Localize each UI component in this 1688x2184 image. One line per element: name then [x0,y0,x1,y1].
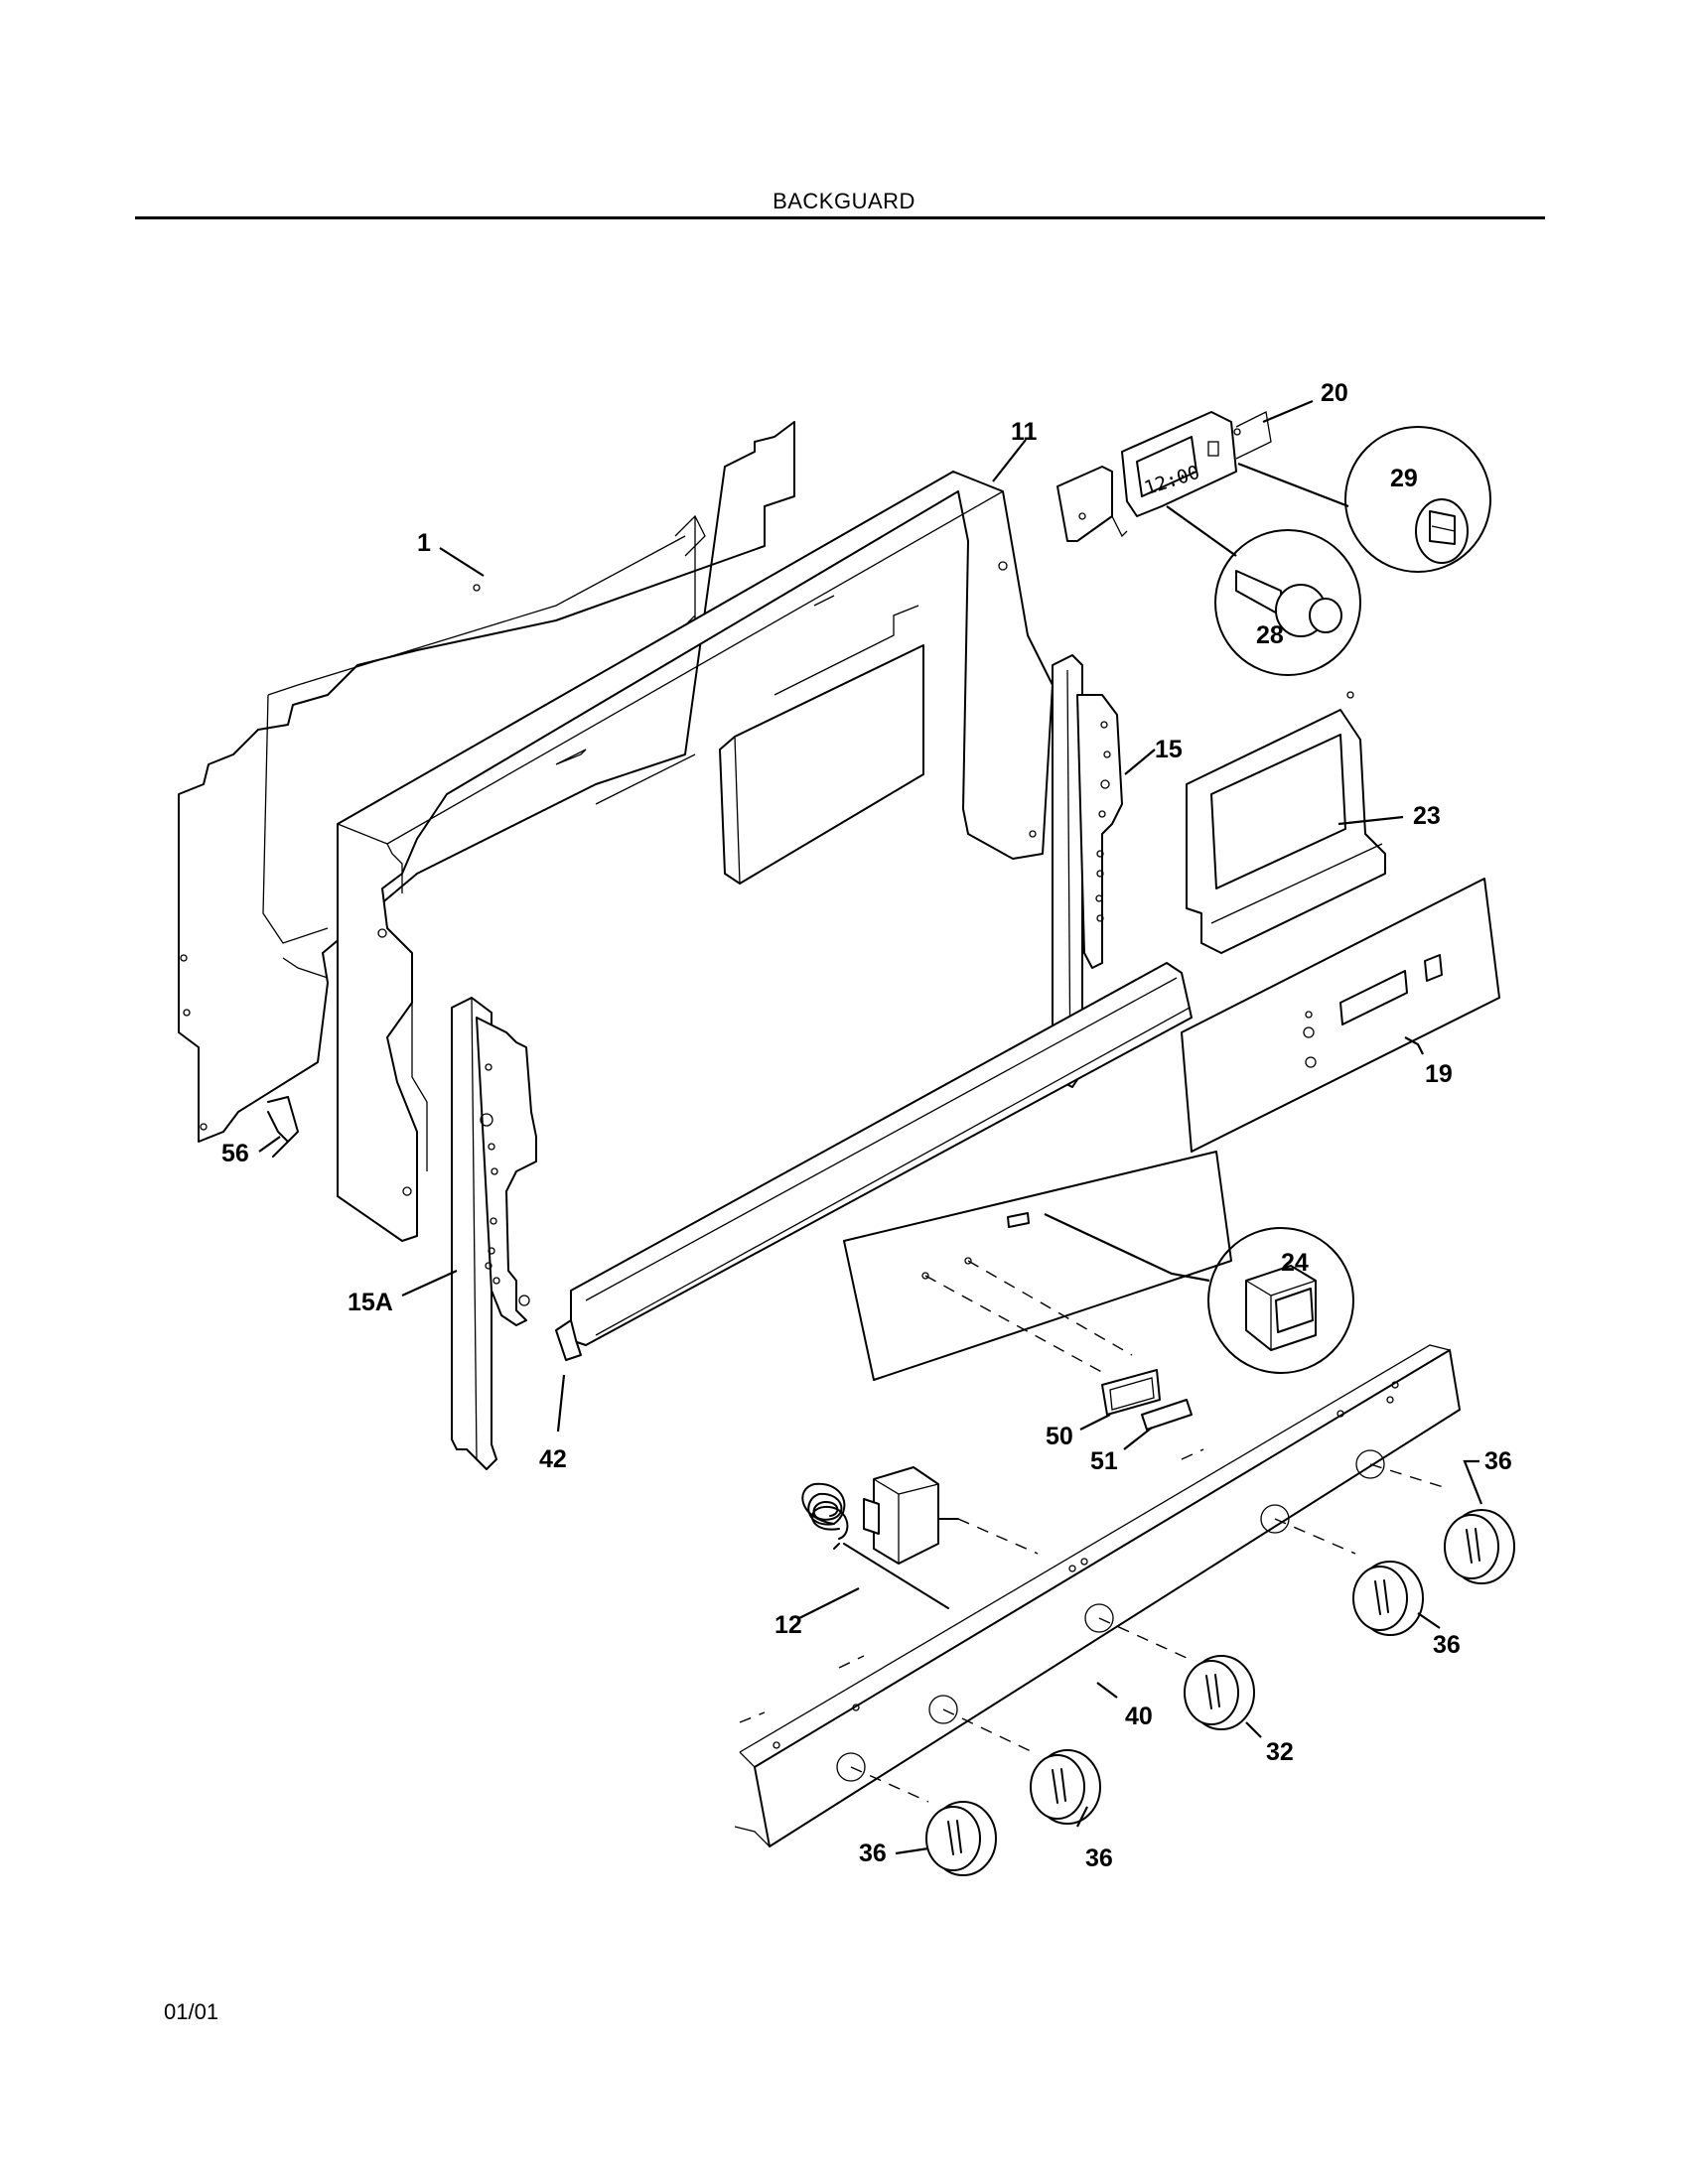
part-29-detail-circle [1344,426,1491,573]
knob-36-left [925,1801,997,1876]
callout-40: 40 [1125,1703,1153,1730]
callout-51: 51 [1090,1447,1118,1475]
part-23-window-bracket [1186,691,1386,954]
callout-29: 29 [1390,465,1418,492]
part-15a-left-bracket [451,997,537,1470]
callout-15a: 15A [348,1289,393,1316]
knob-36-mid [1352,1561,1424,1636]
revision-date: 01/01 [164,1999,219,2024]
callout-20: 20 [1321,379,1348,407]
callout-23: 23 [1413,802,1441,830]
callout-11: 11 [1011,418,1038,446]
part-50-switch-bezel [1101,1369,1161,1416]
knob-36-top [1444,1509,1515,1584]
lower-overlay-panel [843,1151,1232,1381]
callout-24: 24 [1281,1249,1309,1277]
part-40-control-panel [734,1344,1461,1847]
part-42-lower-rail [555,962,1193,1361]
callout-1: 1 [417,529,431,557]
title-divider [135,216,1545,219]
knob-36-center [1030,1749,1101,1825]
knob-32 [1184,1655,1255,1730]
part-28-detail-circle [1214,529,1361,676]
callout-19: 19 [1425,1060,1453,1088]
callout-32: 32 [1266,1738,1294,1766]
part-19-control-panel [1181,878,1500,1153]
callout-36-mid: 36 [1433,1631,1461,1659]
callout-42: 42 [539,1445,567,1473]
callout-12: 12 [774,1611,802,1639]
alignment-lines [739,1448,1451,1803]
callout-36-top: 36 [1484,1447,1512,1475]
part-56-flange [267,1096,299,1158]
leader-lines [258,399,1483,1855]
callout-50: 50 [1046,1423,1073,1450]
part-12-thermostat [801,1466,1039,1609]
part-20-clock-module: 12:00 [1056,411,1272,542]
callout-labels: 1 11 20 29 28 15 23 19 24 56 15A 42 50 5… [221,379,1512,1872]
part-51-switch-insert [1141,1399,1193,1431]
callout-56: 56 [221,1140,249,1167]
callout-36-center: 36 [1085,1844,1113,1872]
part-1-rear-panel [178,421,795,1143]
callout-15: 15 [1155,736,1183,763]
page-title: BACKGUARD [773,189,915,213]
part-24-detail-circle [1207,1227,1354,1374]
callout-36-left: 36 [859,1840,887,1867]
callout-28: 28 [1256,621,1284,649]
